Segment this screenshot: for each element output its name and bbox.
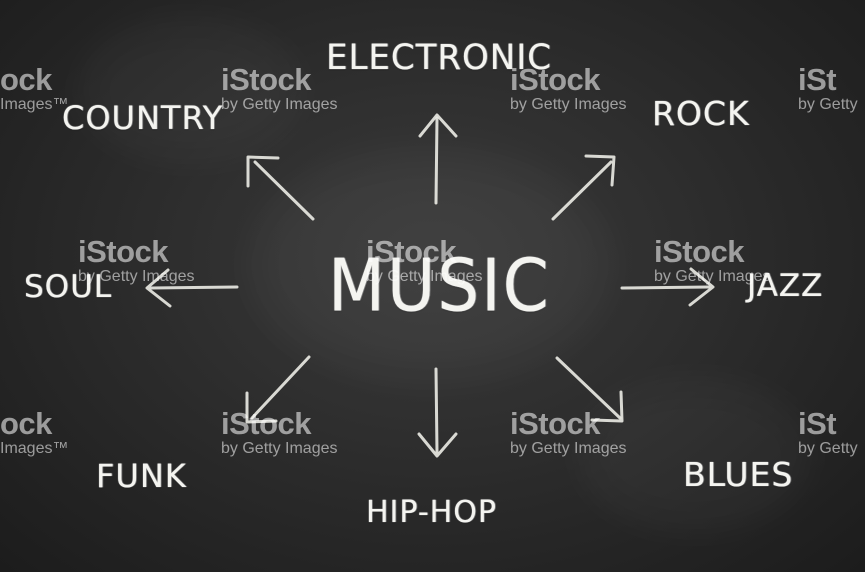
genre-funk: FUNK: [96, 457, 187, 495]
arrow-left: [145, 268, 239, 308]
genre-rock: ROCK: [652, 94, 750, 133]
arrow-up-left: [246, 155, 315, 221]
arrow-up-right: [551, 154, 616, 221]
center-word-music: MUSIC: [328, 243, 551, 329]
arrow-down-left: [245, 355, 311, 424]
arrow-down-right: [555, 356, 624, 423]
genre-country: COUNTRY: [62, 99, 224, 137]
genre-electronic: ELECTRONIC: [326, 37, 553, 79]
arrow-down: [417, 367, 458, 458]
genre-blues: BLUES: [683, 455, 794, 494]
arrow-right: [620, 267, 715, 307]
genre-jazz: JAZZ: [747, 268, 824, 304]
genre-soul: SOUL: [24, 269, 113, 305]
arrow-up: [418, 113, 458, 205]
genre-hiphop: HIP-HOP: [366, 495, 497, 530]
